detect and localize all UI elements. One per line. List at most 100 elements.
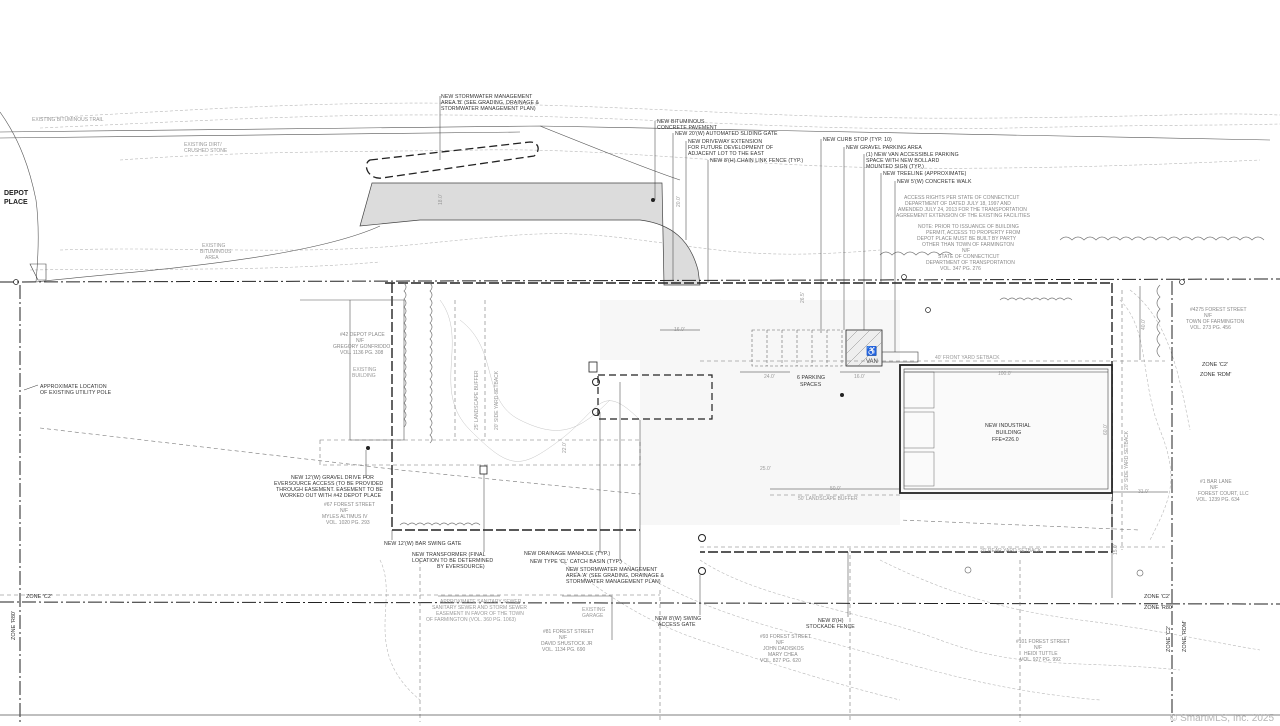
svg-text:#93 FOREST STREET: #93 FOREST STREET (760, 634, 811, 640)
svg-text:STOCKADE FENCE: STOCKADE FENCE (806, 624, 855, 630)
callout-gravel-parking: NEW GRAVEL PARKING AREA (843, 145, 922, 330)
dim-60: 60.0' (1103, 424, 1109, 435)
svg-text:HEIDI TUTTLE: HEIDI TUTTLE (1024, 651, 1058, 657)
callout-drainage-manhole: NEW DRAINAGE MANHOLE (TYP.) (524, 412, 610, 557)
parking-spaces-label-1: 6 PARKING (797, 375, 825, 381)
callout-treeline: NEW TREELINE (APPROXIMATE) (880, 171, 967, 283)
svg-text:AMENDED JULY 24, 2013 FOR THE: AMENDED JULY 24, 2013 FOR THE TRANSPORTA… (898, 207, 1027, 213)
svg-text:#42 DEPOT PLACE: #42 DEPOT PLACE (340, 332, 385, 338)
dim-50: 50.0' (830, 486, 841, 492)
sewer-easement-label: APPROXIMATE SANITARY SEWER SANITARY SEWE… (426, 599, 527, 623)
zone-c2-right: ZONE 'C2' (1202, 362, 1228, 368)
svg-text:N/F: N/F (356, 338, 364, 344)
svg-text:DEPOT PLACE MUST BE BUILT BY P: DEPOT PLACE MUST BE BUILT BY PARTY (917, 236, 1017, 242)
svg-text:N/F: N/F (1210, 485, 1218, 491)
svg-text:FOR FUTURE DEVELOPMENT OF: FOR FUTURE DEVELOPMENT OF (688, 145, 773, 151)
svg-text:VOL. 273 PG. 456: VOL. 273 PG. 456 (1190, 325, 1231, 331)
building-label-2: BUILDING (996, 430, 1021, 436)
svg-text:N/F: N/F (559, 635, 567, 641)
owner-81-forest: #81 FOREST STREET N/F DAVID SHUSTOCK JR … (541, 629, 594, 653)
zone-rdm-right: ZONE 'RDM' (1200, 372, 1231, 378)
svg-text:NEW TYPE 'CL' CATCH BASIN (TYP: NEW TYPE 'CL' CATCH BASIN (TYP.) (530, 559, 622, 565)
dim-265: 26.5' (800, 292, 806, 303)
dim-16b: 16.0' (854, 374, 865, 380)
svg-text:NEW DRIVEWAY EXTENSION: NEW DRIVEWAY EXTENSION (688, 139, 762, 145)
owner-42-depot: #42 DEPOT PLACE N/F GREGORY GONFRIDDO VO… (333, 332, 390, 356)
existing-building-label-1: EXISTING (353, 367, 376, 373)
svg-text:NEW BITUMINOUS: NEW BITUMINOUS (657, 119, 705, 125)
svg-text:NEW CURB STOP (TYP. 10): NEW CURB STOP (TYP. 10) (823, 137, 892, 143)
svg-text:WORKED OUT WITH #42 DEPOT PLAC: WORKED OUT WITH #42 DEPOT PLACE (280, 493, 382, 499)
svg-text:N/F: N/F (776, 640, 784, 646)
svg-text:DEPARTMENT OF DATED JULY 18, 1: DEPARTMENT OF DATED JULY 18, 1997 AND (905, 201, 1011, 207)
existing-building-label-2: BUILDING (352, 373, 376, 379)
svg-text:N/F: N/F (1204, 313, 1212, 319)
callout-sliding-gate: NEW 20'(W) AUTOMATED SLIDING GATE (672, 131, 778, 280)
svg-text:NEW TREELINE (APPROXIMATE): NEW TREELINE (APPROXIMATE) (883, 171, 967, 177)
zone-c2-vertical: ZONE 'C2' (1166, 626, 1172, 652)
dim-31: 31.0' (1138, 489, 1149, 495)
svg-text:ADJACENT LOT TO THE EAST: ADJACENT LOT TO THE EAST (688, 151, 765, 157)
svg-text:NEW TRANSFORMER (FINAL: NEW TRANSFORMER (FINAL (412, 552, 486, 558)
dim-20: 20.0' (676, 196, 682, 207)
owner-state-ct: N/F STATE OF CONNECTICUT DEPARTMENT OF T… (926, 248, 1015, 272)
dim-25: 25.0' (760, 466, 771, 472)
place-label-line1: DEPOT (4, 190, 29, 197)
svg-text:(1) NEW VAN ACCESSIBLE PARKING: (1) NEW VAN ACCESSIBLE PARKING (866, 152, 959, 158)
svg-text:OF FARMINGTON (VOL. 360 PG. 10: OF FARMINGTON (VOL. 360 PG. 1063) (426, 617, 516, 623)
building-permit-note: NOTE: PRIOR TO ISSUANCE OF BUILDING PERM… (917, 224, 1020, 248)
accessible-parking-icon: ♿ (866, 345, 877, 356)
rear-yard-setback-label: 20' REAR YARD SETBACK (980, 548, 1042, 554)
svg-text:NEW 12'(W) BAR SWING GATE: NEW 12'(W) BAR SWING GATE (384, 541, 462, 547)
svg-text:GREGORY GONFRIDDO: GREGORY GONFRIDDO (333, 344, 390, 350)
callout-concrete-walk: NEW 5'(W) CONCRETE WALK (894, 179, 972, 352)
svg-text:NEW 5'(W) CONCRETE WALK: NEW 5'(W) CONCRETE WALK (897, 179, 972, 185)
svg-text:N/F: N/F (962, 248, 970, 254)
svg-text:VOL. 927 PG. 992: VOL. 927 PG. 992 (1020, 657, 1061, 663)
svg-text:FOREST COURT, LLC: FOREST COURT, LLC (1198, 491, 1249, 497)
zone-c2-left: ZONE 'C2' (26, 594, 52, 600)
stormwater-area-b (365, 141, 539, 179)
callout-stockade-fence: NEW 8'(H) STOCKADE FENCE (806, 552, 855, 630)
existing-dirt-label-2: CRUSHED STONE (184, 148, 228, 154)
svg-text:DEPARTMENT OF TRANSPORTATION: DEPARTMENT OF TRANSPORTATION (926, 260, 1015, 266)
svg-text:OF EXISTING UTILITY POLE: OF EXISTING UTILITY POLE (40, 390, 112, 396)
dim-24: 24.0' (764, 374, 775, 380)
svg-text:#101 FOREST STREET: #101 FOREST STREET (1016, 639, 1070, 645)
new-bituminous-pavement (359, 182, 701, 286)
owner-67-forest: #67 FOREST STREET N/F MYLES ALTIMUS IV V… (322, 502, 375, 526)
property-lines (0, 278, 1280, 722)
existing-road-outline (0, 111, 1271, 283)
callout-curb-stop: NEW CURB STOP (TYP. 10) (820, 137, 892, 333)
svg-text:VOL. 827 PG. 620: VOL. 827 PG. 620 (760, 658, 801, 664)
svg-text:NEW DRAINAGE MANHOLE (TYP.): NEW DRAINAGE MANHOLE (TYP.) (524, 551, 610, 557)
existing-garage-label-1: EXISTING (582, 607, 605, 613)
parking-spaces-label-2: SPACES (800, 382, 822, 388)
svg-text:JOHN DADISKOS: JOHN DADISKOS (763, 646, 805, 652)
svg-text:NEW 8'(H) CHAIN LINK FENCE (TY: NEW 8'(H) CHAIN LINK FENCE (TYP.) (710, 158, 803, 164)
svg-text:OTHER THAN TOWN OF FARMINGTON: OTHER THAN TOWN OF FARMINGTON (922, 242, 1014, 248)
svg-text:THROUGH EASEMENT. EASEMENT TO: THROUGH EASEMENT. EASEMENT TO BE (276, 487, 383, 493)
owner-93-forest: #93 FOREST STREET N/F JOHN DADISKOS MARY… (760, 634, 811, 664)
zone-c2-bottom-right: ZONE 'C2' (1144, 594, 1170, 600)
zone-r80-left: ZONE 'R80' (11, 611, 17, 640)
svg-text:N/F: N/F (1034, 645, 1042, 651)
svg-text:DAVID SHUSTOCK JR: DAVID SHUSTOCK JR (541, 641, 593, 647)
svg-text:#4275 FOREST STREET: #4275 FOREST STREET (1190, 307, 1247, 313)
svg-text:SPACE WITH NEW BOLLARD: SPACE WITH NEW BOLLARD (866, 158, 939, 164)
svg-text:PERMIT, ACCESS TO PROPERTY FRO: PERMIT, ACCESS TO PROPERTY FROM (926, 230, 1020, 236)
dim-15: 15.0' (1113, 544, 1119, 555)
existing-structures (300, 299, 613, 640)
svg-text:STATE OF CONNECTICUT: STATE OF CONNECTICUT (938, 254, 999, 260)
svg-text:ACCESS GATE: ACCESS GATE (658, 622, 696, 628)
callout-stormwater-a: NEW STORMWATER MANAGEMENT AREA 'A' (SEE … (566, 420, 664, 585)
dim-16a: 16.0' (674, 327, 685, 333)
parking-stalls (751, 329, 919, 367)
svg-text:NEW 8'(W) SWING: NEW 8'(W) SWING (655, 616, 701, 622)
existing-bituminous-area-1: EXISTING (202, 243, 225, 249)
landscape-buffer-label: 50' LANDSCAPE BUFFER (798, 496, 858, 502)
landscape-buffer-side-label: 25' LANDSCAPE BUFFER (474, 370, 480, 430)
industrial-building (899, 364, 1113, 494)
svg-text:STORMWATER MANAGEMENT PLAN): STORMWATER MANAGEMENT PLAN) (566, 579, 661, 585)
owner-101-forest: #101 FOREST STREET N/F HEIDI TUTTLE VOL.… (1016, 639, 1070, 663)
